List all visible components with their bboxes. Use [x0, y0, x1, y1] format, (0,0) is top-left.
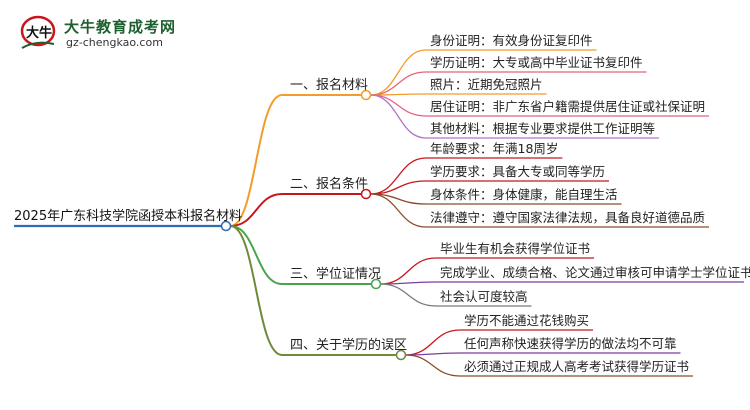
branch-topic[interactable]: 四、关于学历的误区	[290, 338, 408, 353]
leaf-topic[interactable]: 完成学业、成绩合格、论文通过审核可申请学士学位证书	[440, 265, 750, 280]
leaf-topic[interactable]: 身体条件：身体健康，能自理生活	[430, 187, 618, 202]
branch-topic[interactable]: 一、报名材料	[290, 78, 369, 93]
leaf-connector	[370, 71, 427, 96]
root-collapse-toggle[interactable]	[220, 220, 232, 232]
leaf-connector	[370, 193, 427, 228]
leaf-topic[interactable]: 学历要求：具备大专或同等学历	[430, 164, 606, 179]
branch-topic[interactable]: 三、学位证情况	[290, 267, 382, 282]
leaf-connector	[370, 49, 427, 96]
branch-collapse-toggle[interactable]	[360, 188, 372, 200]
leaf-topic[interactable]: 必须通过正规成人高考考试获得学历证书	[464, 359, 690, 374]
leaf-topic[interactable]: 照片：近期免冠照片	[430, 77, 543, 92]
leaf-topic[interactable]: 学历证明：大专或高中毕业证书复印件	[430, 55, 643, 70]
branch-collapse-toggle[interactable]	[370, 278, 382, 290]
site-logo[interactable]: 大牛 大牛教育成考网 gz-chengkao.com	[14, 14, 214, 54]
logo-mark-icon: 大牛	[20, 15, 56, 49]
branch-topic[interactable]: 二、报名条件	[290, 177, 369, 192]
branch-connector	[230, 193, 283, 227]
leaf-topic[interactable]: 身份证明：有效身份证复印件	[430, 33, 593, 48]
root-topic[interactable]: 2025年广东科技学院函授本科报名材料	[14, 209, 243, 224]
logo-url: gz-chengkao.com	[66, 36, 163, 49]
leaf-topic[interactable]: 其他材料：根据专业要求提供工作证明等	[430, 121, 656, 136]
leaf-topic[interactable]: 社会认可度较高	[440, 289, 528, 304]
branch-connector	[230, 225, 283, 356]
logo-mark-text: 大牛	[26, 25, 52, 41]
leaf-topic[interactable]: 学历不能通过花钱购买	[464, 313, 590, 328]
leaf-connector	[370, 180, 427, 195]
branch-collapse-toggle[interactable]	[395, 349, 407, 361]
leaf-connector	[380, 257, 437, 285]
branch-connector	[230, 225, 283, 285]
leaf-connector	[370, 157, 427, 195]
logo-title: 大牛教育成考网	[64, 18, 177, 36]
branch-collapse-toggle[interactable]	[360, 89, 372, 101]
leaf-topic[interactable]: 法律遵守：遵守国家法律法规，具备良好道德品质	[430, 210, 706, 225]
leaf-topic[interactable]: 任何声称快速获得学历的做法均不可靠	[464, 336, 677, 351]
leaf-connector	[370, 94, 427, 139]
leaf-connector	[380, 283, 437, 307]
leaf-topic[interactable]: 毕业生有机会获得学位证书	[440, 241, 591, 256]
leaf-connector	[405, 354, 461, 377]
branch-connector	[230, 94, 283, 227]
leaf-connector	[405, 329, 461, 356]
leaf-topic[interactable]: 年龄要求：年满18周岁	[430, 141, 559, 156]
leaf-connector	[370, 94, 427, 117]
leaf-topic[interactable]: 居住证明：非广东省户籍需提供居住证或社保证明	[430, 99, 706, 114]
